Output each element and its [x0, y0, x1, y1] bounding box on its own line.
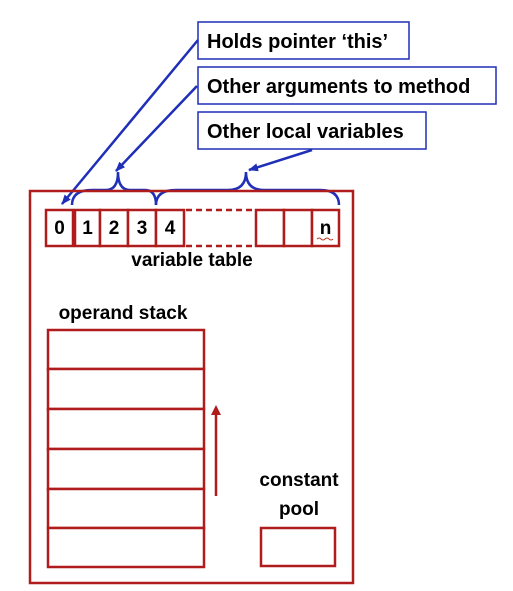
variable-cell-n: [310, 208, 341, 248]
constant-pool-label-line2: pool: [279, 499, 319, 520]
callout-method-args: Other arguments to method: [197, 66, 497, 105]
constant-pool-label-line1: constant: [259, 470, 339, 491]
variable-cell-4-label: 4: [165, 218, 176, 239]
spellcheck-squiggle: [316, 237, 334, 241]
arrow-to-args-brace: [115, 85, 198, 172]
brace-local-vars: [154, 171, 341, 206]
callout-this-pointer-text: Holds pointer ‘this’: [207, 31, 388, 53]
callout-this-pointer-box: [197, 21, 410, 60]
operand-stack-slot: [46, 526, 206, 569]
callout-this-pointer: Holds pointer ‘this’: [197, 21, 410, 60]
variable-cell-blank-2: [282, 208, 314, 248]
operand-stack-slot: [46, 407, 206, 451]
constant-pool-box: [259, 526, 337, 568]
variable-cell-blank-1: [254, 208, 286, 248]
variable-cell-4: [154, 208, 186, 248]
variable-cell-n-label: n: [320, 218, 332, 239]
variable-cell-0: [44, 208, 75, 248]
callout-local-vars: Other local variables: [197, 111, 427, 150]
callout-method-args-box: [197, 66, 497, 105]
variable-cell-0-label: 0: [54, 218, 65, 239]
arrow-to-locals-brace: [248, 148, 313, 172]
operand-stack: [46, 328, 206, 569]
variable-cell-1-label: 1: [82, 218, 93, 239]
variable-cell-3: [126, 208, 158, 248]
operand-stack-slot: [46, 487, 206, 530]
stack-frame-outline: [28, 189, 355, 585]
variable-cell-2-label: 2: [109, 218, 120, 239]
callout-local-vars-box: [197, 111, 427, 150]
arrow-to-cell-0: [61, 39, 199, 205]
operand-stack-label: operand stack: [59, 303, 188, 324]
variable-table: 0 1 2 3 4 n: [44, 208, 341, 248]
operand-stack-slot: [46, 328, 206, 371]
callout-local-vars-text: Other local variables: [207, 121, 404, 143]
variable-cell-2: [98, 208, 130, 248]
variable-cell-3-label: 3: [137, 218, 148, 239]
variable-table-label: variable table: [131, 250, 252, 271]
callout-method-args-text: Other arguments to method: [207, 76, 470, 98]
operand-stack-slot: [46, 367, 206, 411]
operand-stack-slot: [46, 447, 206, 491]
